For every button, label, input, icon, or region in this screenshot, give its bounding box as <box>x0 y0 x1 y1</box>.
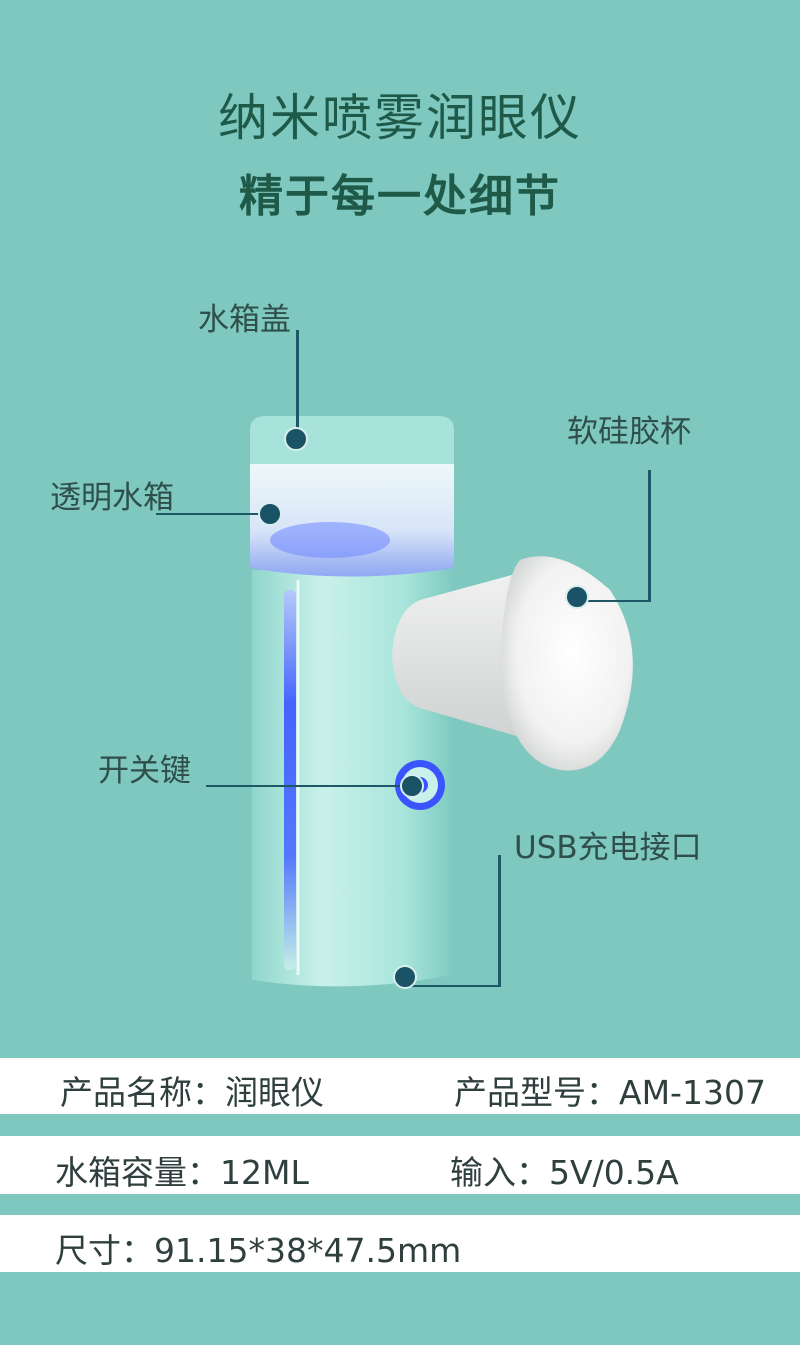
cup-dot <box>565 585 589 609</box>
led-strip <box>284 590 296 970</box>
lid-dot <box>284 427 308 451</box>
usb-dot <box>393 965 417 989</box>
spec-capacity: 水箱容量：12ML <box>55 1153 309 1192</box>
tank-lid-shape <box>250 416 454 464</box>
callout-silicone-cup: 软硅胶杯 <box>567 414 691 450</box>
spec-model: 产品型号：AM-1307 <box>454 1073 766 1112</box>
callout-transparent-tank: 透明水箱 <box>50 480 174 516</box>
page-title: 纳米喷雾润眼仪 <box>218 89 582 147</box>
cup-shape <box>500 556 633 771</box>
tank-dot <box>258 502 282 526</box>
cup-neck <box>392 570 530 740</box>
spec-band-3 <box>0 1215 800 1272</box>
spec-product-name: 产品名称：润眼仪 <box>60 1073 324 1112</box>
spec-input: 输入：5V/0.5A <box>450 1153 679 1192</box>
callout-tank-lid: 水箱盖 <box>198 302 291 338</box>
spec-band-2 <box>0 1136 800 1194</box>
callout-power-button: 开关键 <box>98 753 191 789</box>
button-dot <box>400 774 424 798</box>
spec-band-1 <box>0 1058 800 1114</box>
callout-usb-port: USB充电接口 <box>514 830 702 866</box>
spec-size: 尺寸：91.15*38*47.5mm <box>55 1231 462 1270</box>
page-subtitle: 精于每一处细节 <box>239 171 561 222</box>
product-illustration <box>156 330 651 989</box>
